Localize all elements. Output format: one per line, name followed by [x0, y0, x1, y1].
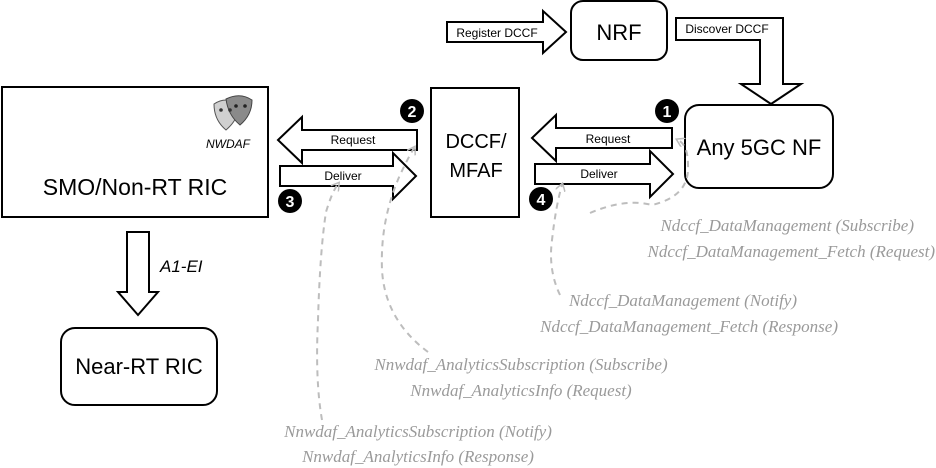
api-ndccf-fetch-request: Ndccf_DataManagement_Fetch (Request) [647, 242, 936, 261]
smo-label: SMO/Non-RT RIC [43, 174, 227, 200]
nwdaf-label: NWDAF [206, 137, 251, 151]
api-ndccf-fetch-response: Ndccf_DataManagement_Fetch (Response) [539, 317, 838, 336]
deliver-right-arrow [534, 148, 675, 200]
svg-text:1: 1 [663, 104, 672, 121]
dccf-box [430, 87, 520, 218]
step-badge-1: 1 [655, 99, 679, 123]
dccf-label-line2: MFAF [449, 160, 502, 182]
step-badge-4: 4 [529, 187, 553, 211]
step-badge-3: 3 [278, 189, 302, 213]
discover-arrow [675, 17, 805, 106]
ndccf-response-connector [550, 185, 562, 296]
svg-text:3: 3 [286, 194, 295, 211]
api-nnwdaf-info-request: Nnwdaf_AnalyticsInfo (Request) [409, 381, 632, 400]
ndccf-request-connector [589, 140, 690, 214]
deliver-left-label: Deliver [324, 169, 361, 183]
nf-label: Any 5GC NF [697, 135, 822, 160]
deliver-left-arrow [279, 150, 418, 202]
nnwdaf-response-connector [316, 184, 338, 421]
nrf-label: NRF [596, 20, 641, 45]
step-badge-2: 2 [400, 99, 424, 123]
api-ndccf-subscribe: Ndccf_DataManagement (Subscribe) [659, 216, 914, 235]
a1-label: A1-EI [159, 257, 203, 276]
register-label: Register DCCF [456, 26, 537, 40]
dccf-label-line1: DCCF/ [445, 131, 507, 153]
svg-text:4: 4 [537, 192, 546, 209]
request-left-arrow [276, 114, 418, 166]
request-right-arrow [530, 112, 673, 164]
register-arrow [446, 8, 568, 56]
api-nnwdaf-notify: Nnwdaf_AnalyticsSubscription (Notify) [283, 422, 552, 441]
api-nnwdaf-subscribe: Nnwdaf_AnalyticsSubscription (Subscribe) [373, 355, 668, 374]
request-right-label: Request [586, 132, 631, 146]
svg-text:2: 2 [408, 104, 417, 121]
a1-arrow [115, 231, 161, 317]
near-rt-box [60, 327, 218, 406]
nwdaf-masks-icon [213, 95, 253, 131]
nrf-box [570, 0, 668, 61]
discover-label: Discover DCCF [685, 22, 768, 36]
api-ndccf-notify: Ndccf_DataManagement (Notify) [568, 291, 797, 310]
near-rt-label: Near-RT RIC [75, 354, 203, 379]
api-nnwdaf-info-response: Nnwdaf_AnalyticsInfo (Response) [301, 447, 534, 466]
deliver-right-label: Deliver [580, 167, 617, 181]
request-left-label: Request [331, 133, 376, 147]
